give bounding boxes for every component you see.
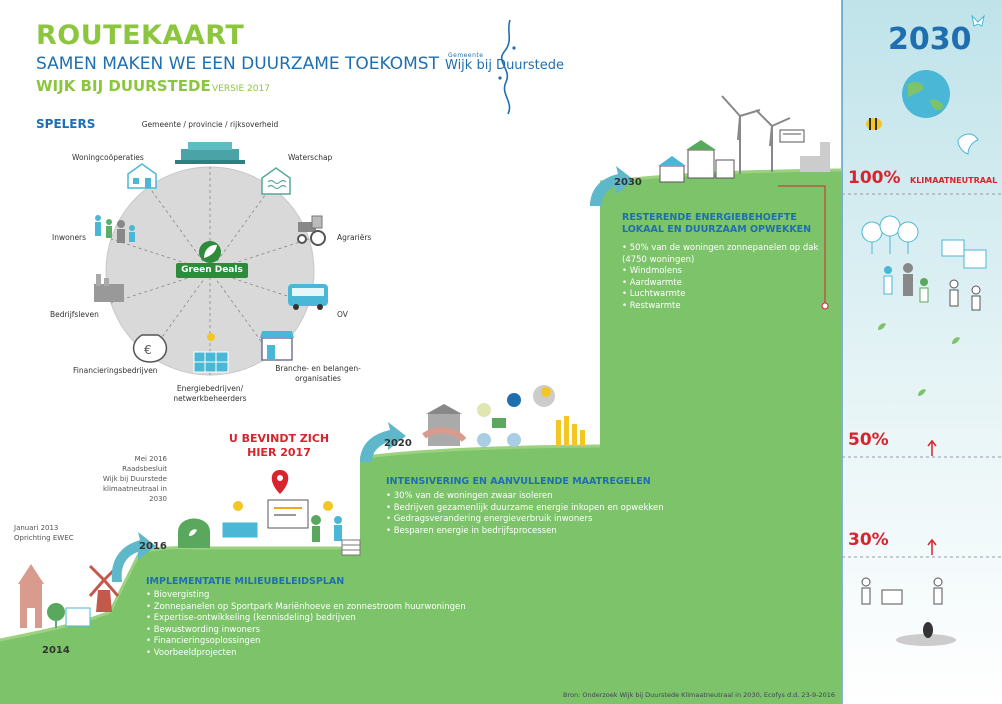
solar-panel-icon (193, 333, 229, 373)
list-item: Windmolens (622, 266, 822, 278)
water-icon (261, 167, 291, 195)
list-item: Bewustwording inwoners (146, 625, 466, 637)
list-item: Financieringsoplossingen (146, 636, 466, 648)
money-bag-icon: € (132, 334, 168, 363)
solar-field-icon (221, 501, 259, 539)
insulated-building-icon (422, 404, 467, 446)
penguin-icon (896, 622, 956, 646)
family-icon (883, 263, 981, 311)
tractor-icon (297, 215, 326, 246)
list-item: Zonnepanelen op Sportpark Mariënhoeve en… (146, 602, 466, 614)
list-item: Biovergisting (146, 590, 466, 602)
level-50-value: 50% (848, 430, 889, 450)
government-icon (175, 142, 245, 164)
factory-icon (94, 274, 124, 302)
step-2016-heading: IMPLEMENTATIE MILIEUBELEIDSPLAN (146, 576, 345, 587)
earth-icon (902, 70, 950, 118)
step-2030-list: 50% van de woningen zonnepanelen op dak … (622, 243, 822, 312)
logo-small-text: Gemeente (448, 52, 484, 59)
player-label-business: Bedrijfsleven (50, 310, 99, 319)
bare-people-icon (861, 577, 943, 605)
svg-text:€: € (144, 343, 152, 357)
player-label-industry-associations: Branche- en belangen- organisaties (275, 364, 361, 383)
player-label-financing: Financieringsbedrijven (73, 366, 158, 375)
level-30-value: 30% (848, 530, 889, 550)
milestone-2016-note: Mei 2016 Raadsbesluit Wijk bij Duurstede… (102, 455, 167, 503)
level-100-value: 100% (848, 168, 901, 188)
list-item: Aardwarmte (622, 278, 822, 290)
curved-arrow-icon (111, 166, 634, 582)
shop-icon (260, 331, 294, 361)
biodigester-icon (178, 518, 210, 548)
player-label-energy-companies: Energiebedrijven/ netwerkbeheerders (173, 384, 247, 403)
bus-icon (288, 284, 328, 310)
players-heading: SPELERS (36, 117, 96, 131)
lightbulb-icon (323, 501, 333, 511)
network-icon (477, 393, 521, 447)
energy-bars-icon (556, 416, 585, 446)
year-2020: 2020 (384, 438, 412, 449)
residents-icon (95, 215, 135, 243)
trees-icon (861, 215, 919, 254)
version-label: VERSIE 2017 (212, 84, 270, 94)
step-2020-list: 30% van de woningen zwaar isoleren Bedri… (386, 491, 664, 537)
green-deals-badge: Green Deals (176, 263, 248, 278)
windmill-icon (88, 564, 120, 612)
bird-icon (957, 133, 979, 155)
you-are-here-label: U BEVINDT ZICH HIER 2017 (228, 432, 330, 459)
player-label-public-transport: OV (337, 310, 348, 319)
town-name: WIJK BIJ DUURSTEDE (36, 77, 211, 95)
list-item: Voorbeeldprojecten (146, 648, 466, 660)
up-arrow-icon (927, 439, 937, 555)
list-item: Besparen energie in bedrijfsprocessen (386, 526, 664, 538)
list-item: 50% van de woningen zonnepanelen op dak … (622, 243, 822, 266)
step-2030-heading: RESTERENDE ENERGIEBEHOEFTE LOKAAL EN DUU… (622, 212, 812, 235)
player-label-residents: Inwoners (52, 233, 87, 242)
target-year: 2030 (888, 22, 972, 57)
player-label-housing-corporations: Woningcoöperaties (72, 153, 144, 162)
source-note: Bron: Onderzoek Wijk bij Duurstede Klima… (563, 691, 836, 699)
coins-icon (341, 539, 361, 556)
head-icon (533, 385, 555, 407)
list-item: Gedragsverandering energieverbruik inwon… (386, 514, 664, 526)
bee-icon (866, 118, 882, 130)
butterfly-icon (971, 14, 985, 27)
logo-text: Wijk bij Duurstede (445, 58, 565, 73)
list-item: Expertise-ontwikkeling (kennisdeling) be… (146, 613, 466, 625)
year-2030: 2030 (614, 177, 642, 188)
municipality-logo-icon (498, 19, 516, 115)
green-houses-icon (941, 239, 987, 269)
list-item: Luchtwarmte (622, 289, 822, 301)
wind-turbine-icon (721, 95, 791, 174)
level-100-label: KLIMAATNEUTRAAL (910, 176, 998, 185)
list-item: Bedrijven gezamenlijk duurzame energie i… (386, 503, 664, 515)
sprout-icon (878, 323, 960, 396)
step-2016-list: Biovergisting Zonnepanelen op Sportpark … (146, 590, 466, 659)
chimney-icon (800, 142, 830, 172)
player-label-farmers: Agrariërs (337, 233, 372, 242)
list-item: 30% van de woningen zwaar isoleren (386, 491, 664, 503)
heat-pump-icon (779, 129, 805, 143)
person-icon (334, 516, 342, 541)
player-label-water-board: Waterschap (288, 153, 333, 162)
housing-icon (127, 163, 157, 189)
church-icon (18, 564, 44, 628)
presentation-icon (267, 499, 321, 542)
player-label-government: Gemeente / provincie / rijksoverheid (141, 120, 279, 129)
step-2020-heading: INTENSIVERING EN AANVULLENDE MAATREGELEN (386, 476, 651, 487)
houses-icon (658, 140, 735, 183)
year-2014: 2014 (42, 645, 70, 656)
page-subtitle: SAMEN MAKEN WE EEN DUURZAME TOEKOMST (36, 54, 439, 74)
page-title: ROUTEKAART (36, 20, 245, 51)
location-pin-icon (271, 470, 289, 494)
list-item: Restwarmte (622, 301, 822, 313)
year-2016: 2016 (139, 541, 167, 552)
milestone-2013-note: Januari 2013 Oprichting EWEC (14, 524, 74, 542)
